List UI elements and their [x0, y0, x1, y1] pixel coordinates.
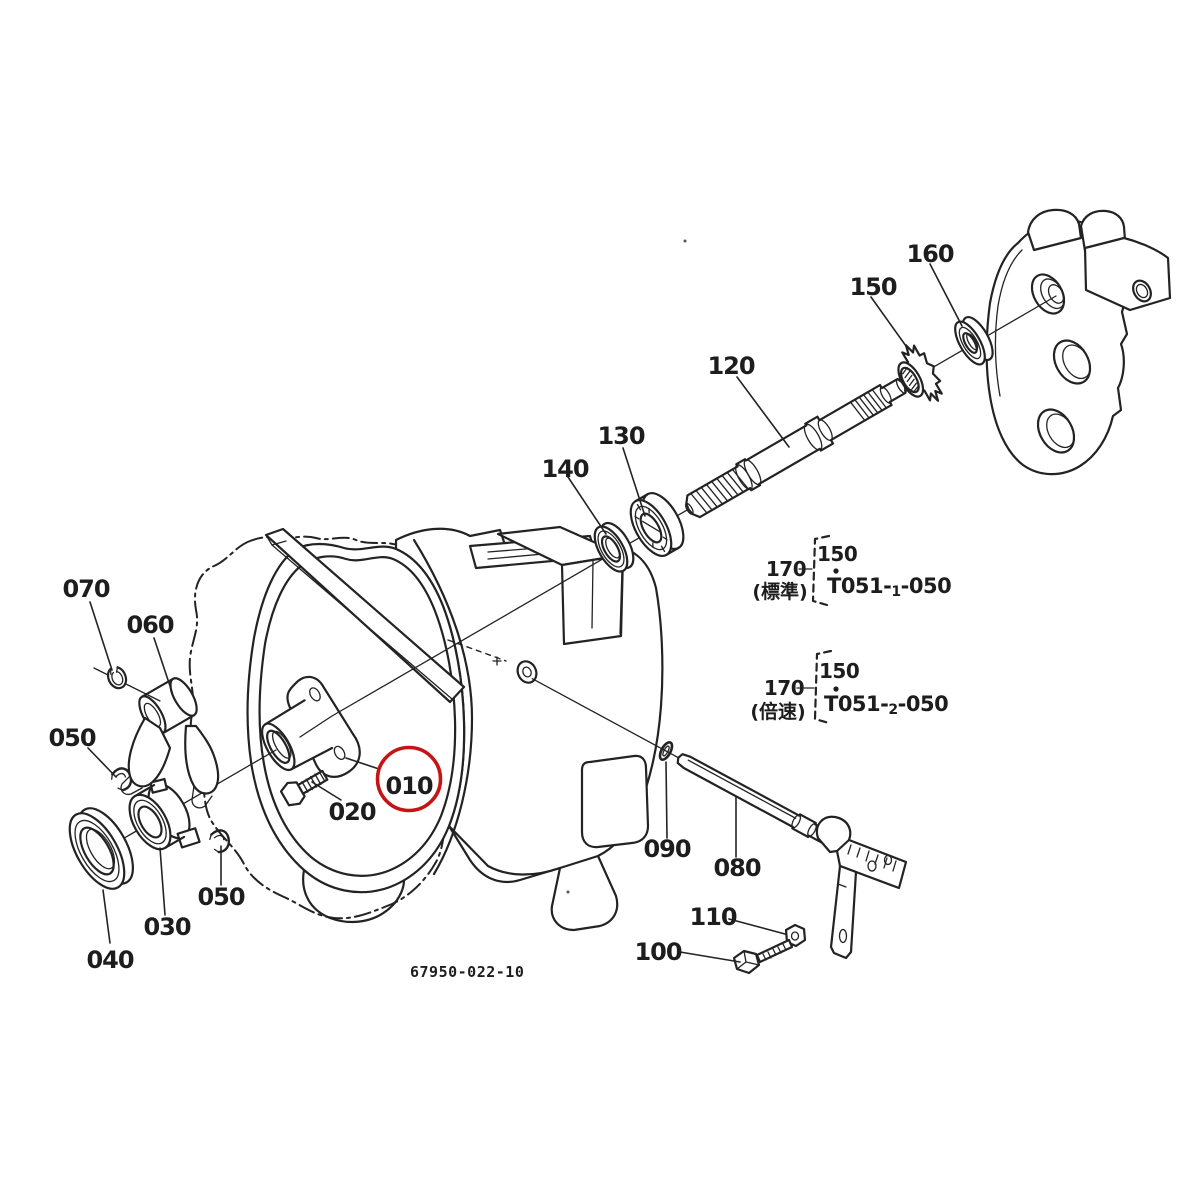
highlight-circle-010 [375, 745, 443, 813]
callout-030: 030 [143, 913, 190, 941]
part-seal-140 [593, 521, 635, 573]
shaft-spline-hatching [690, 468, 750, 514]
variant-note-double-speed: 170 (倍速) 150 T051-2-050 [750, 649, 949, 725]
part-snap-ring-070 [106, 666, 128, 690]
part-bearing-160 [954, 316, 994, 366]
note-code-double-speed: T051-2-050 [824, 692, 948, 718]
note-qualifier-double-speed: (倍速) [750, 700, 805, 723]
part-bolt-100 [732, 938, 794, 975]
callout-120: 120 [707, 352, 754, 380]
fork-rail-line [93, 667, 161, 702]
callout-090: 090 [643, 835, 690, 863]
part-shift-fork-060 [120, 677, 220, 809]
note-qualifier-standard: (標準) [752, 580, 807, 603]
note-code-standard: T051-1-050 [827, 574, 951, 600]
bell-face-inner [258, 555, 457, 877]
note-bracket-double-speed [813, 649, 833, 725]
scan-speck [683, 239, 687, 243]
part-gear-150 [897, 344, 943, 402]
note-subref-standard: 150 [817, 542, 857, 566]
callout-140: 140 [541, 455, 588, 483]
note-subref-double-speed: 150 [819, 659, 859, 683]
part-hub-030 [128, 777, 201, 851]
scan-speck [566, 890, 570, 894]
drawing-number: 67950-022-10 [410, 963, 524, 981]
note-bracket-standard [811, 534, 831, 607]
note-bullet-standard [833, 568, 839, 574]
part-rod-080-assembly [531, 678, 908, 975]
callout-labels: 070 060 050 040 030 050 020 010 140 130 … [48, 240, 954, 974]
variant-note-standard: 170 (標準) 150 T051-1-050 [752, 534, 952, 607]
callout-080: 080 [713, 854, 760, 882]
part-shaft-120 [684, 377, 907, 519]
callout-060: 060 [126, 611, 173, 639]
bell-face-outer [246, 542, 466, 894]
rod-bracket [815, 815, 908, 960]
callout-130: 130 [597, 422, 644, 450]
leader-lines [87, 263, 963, 963]
callout-100: 100 [634, 938, 681, 966]
note-bullet-double-speed [833, 686, 839, 692]
snout-and-flange [261, 675, 361, 807]
callout-160: 160 [906, 240, 953, 268]
gasket-outline [188, 535, 465, 920]
cover-top-boss-left [1026, 208, 1083, 252]
fork-prong-left [127, 716, 172, 788]
end-cover-plate [985, 208, 1172, 476]
cover-bore-1 [1030, 273, 1066, 315]
case-rib-beam [264, 527, 466, 704]
rod-bore-boss [516, 660, 538, 684]
snout-flange [286, 675, 361, 778]
callout-050-upper: 050 [48, 724, 95, 752]
callout-150: 150 [849, 273, 896, 301]
part-o-ring-090 [658, 741, 674, 761]
cover-bore-2 [1052, 339, 1092, 385]
fork-prong-right [184, 724, 220, 795]
callout-050-lower: 050 [197, 883, 244, 911]
gear-case-housing [188, 525, 664, 932]
callout-040: 040 [86, 946, 133, 974]
part-bearing-130 [629, 492, 685, 557]
callout-070: 070 [62, 575, 109, 603]
callout-020: 020 [328, 798, 375, 826]
callout-110: 110 [689, 903, 736, 931]
part-seal-040 [68, 807, 134, 890]
cover-bore-3 [1036, 408, 1076, 454]
gear-spline-bore-hatching [902, 366, 919, 393]
callout-010: 010 [385, 772, 432, 800]
part-clip-050-lower [209, 829, 231, 854]
case-rear-foot-panel [580, 754, 650, 849]
